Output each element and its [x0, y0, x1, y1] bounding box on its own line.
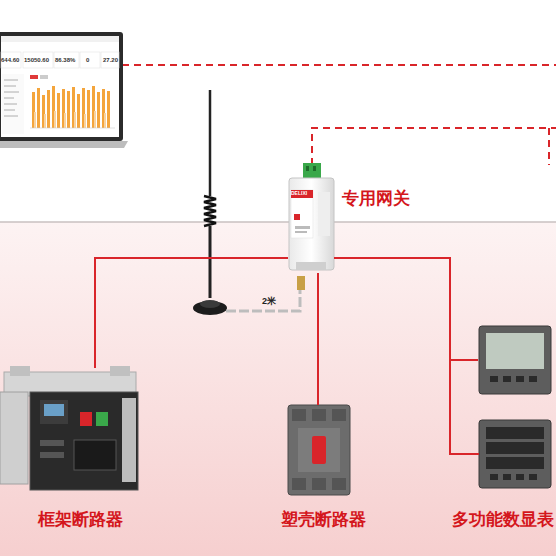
background-band	[0, 222, 556, 556]
dashboard-value: 27.20	[103, 57, 118, 63]
dashboard-value: 86.38%	[55, 57, 75, 63]
antenna	[193, 90, 305, 315]
dashboard-value: 644.60	[1, 57, 19, 63]
device-node: 专用网关	[288, 165, 334, 273]
multifunction-meters	[479, 326, 551, 488]
device-node: 框架断路器	[0, 368, 142, 492]
divider-line	[0, 221, 556, 223]
device-node: 多功能数显表	[478, 325, 556, 493]
power-wire	[334, 258, 478, 360]
dashboard-value: 0	[86, 57, 89, 63]
device-label: 专用网关	[342, 187, 410, 210]
cable-length: 2米	[262, 295, 276, 308]
network-line	[548, 128, 550, 165]
branch-wire	[450, 360, 479, 454]
device-label: 多功能数显表	[452, 508, 554, 531]
frame-breaker	[0, 366, 138, 490]
network-line	[312, 128, 556, 165]
device-label: 框架断路器	[38, 508, 123, 531]
power-wire	[317, 273, 319, 405]
dashboard-value: 15050.60	[24, 57, 49, 63]
laptop	[0, 32, 128, 148]
molded-breaker	[288, 405, 350, 495]
gateway-device	[289, 163, 334, 270]
device-label: 塑壳断路器	[281, 508, 366, 531]
brand-mark: DELIXI	[291, 190, 307, 196]
network-line	[122, 64, 556, 66]
device-node: 塑壳断路器	[287, 405, 351, 497]
power-wire	[95, 258, 288, 368]
